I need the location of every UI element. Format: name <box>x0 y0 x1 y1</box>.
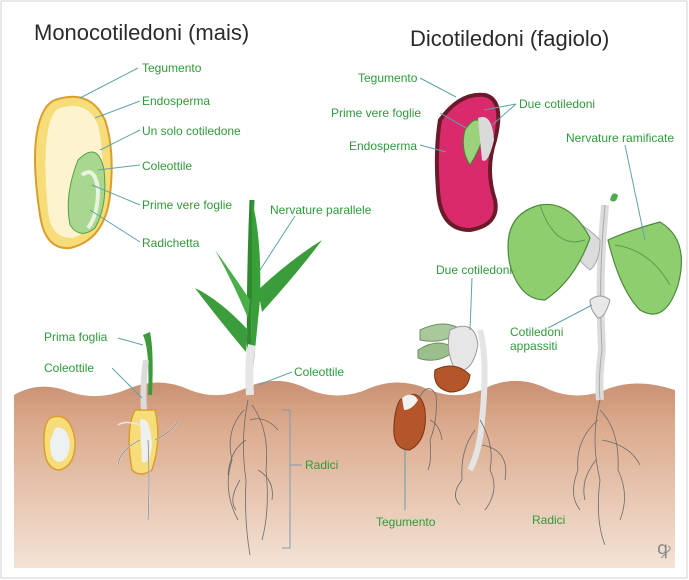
label-mono-coleottile: Coleottile <box>142 159 192 173</box>
label-dico-endosperma: Endosperma <box>349 139 417 153</box>
bean-seed <box>437 95 498 230</box>
label-mono-prime-foglie: Prime vere foglie <box>142 198 232 212</box>
label-dico-tegumento-soil: Tegumento <box>376 515 435 529</box>
corn-seed-buried <box>44 416 75 470</box>
title-monocot: Monocotiledoni (mais) <box>34 20 249 46</box>
label-dico-prime-foglie: Prime vere foglie <box>331 106 421 120</box>
label-dico-tegumento: Tegumento <box>358 71 417 85</box>
soil <box>14 381 675 568</box>
corn-seed <box>35 97 112 248</box>
label-prima-foglia: Prima foglia <box>44 330 107 344</box>
label-nervature-ramificate: Nervature ramificate <box>566 131 674 145</box>
label-mono-tegumento: Tegumento <box>142 61 201 75</box>
label-mono-cotiledone: Un solo cotiledone <box>142 124 241 138</box>
label-coleottile-big: Coleottile <box>294 365 344 379</box>
artist-signature-mark: ꝙ <box>657 536 671 560</box>
label-cotiledoni-appassiti-line1: Cotiledoni <box>510 325 563 339</box>
label-mono-endosperma: Endosperma <box>142 94 210 108</box>
label-dico-due-cotiledoni: Due cotiledoni <box>519 97 595 111</box>
label-dico-radici: Radici <box>532 513 565 527</box>
label-mono-radici: Radici <box>305 458 338 472</box>
label-mono-radichetta: Radichetta <box>142 236 199 250</box>
label-cotiledoni-appassiti-line2: appassiti <box>510 339 557 353</box>
label-nervature-parallele: Nervature parallele <box>270 203 371 217</box>
label-seedling-due-cotiledoni: Due cotiledoni <box>436 263 512 277</box>
label-coleottile-small: Coleottile <box>44 361 94 375</box>
title-dicot: Dicotiledoni (fagiolo) <box>410 26 609 52</box>
